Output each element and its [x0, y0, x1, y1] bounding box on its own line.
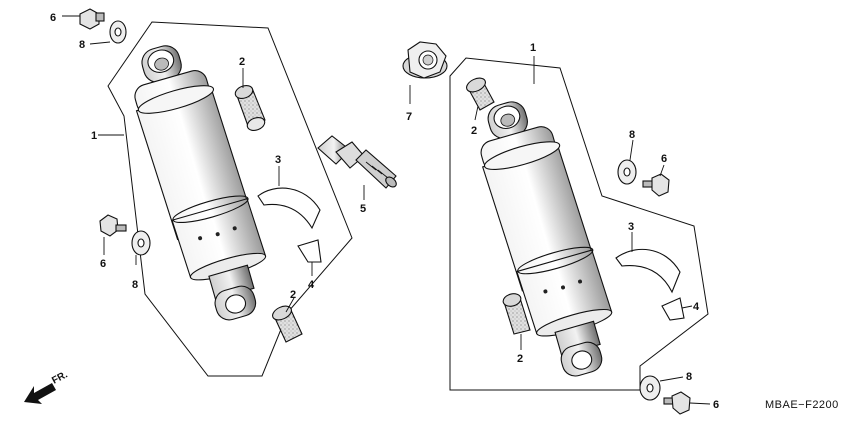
callout-2: 2	[517, 353, 523, 365]
right-flange-bolt-top	[642, 173, 670, 197]
callout-7: 7	[406, 111, 412, 123]
callout-5: 5	[360, 203, 366, 215]
callout-4: 4	[308, 279, 315, 291]
callout-1: 1	[530, 42, 536, 54]
callout-6: 6	[661, 153, 667, 165]
left-shock-absorber	[134, 45, 267, 321]
callout-6: 6	[713, 399, 719, 411]
right-flange-bolt-bottom	[663, 391, 691, 415]
left-bushing-bottom	[272, 305, 303, 343]
callout-2: 2	[471, 125, 477, 137]
right-shock-absorber	[480, 101, 613, 377]
callout-3: 3	[628, 221, 634, 233]
callout-4: 4	[693, 301, 700, 313]
left-stud-bolt	[317, 135, 397, 189]
right-bushing-bottom	[502, 293, 531, 335]
callout-1: 1	[91, 130, 97, 142]
direction-label: FR.	[50, 369, 70, 386]
left-bushing-top	[234, 85, 266, 131]
callout-2: 2	[239, 56, 245, 68]
diagram-code: MBAE−F2200	[765, 399, 839, 411]
left-assembly-outline	[107, 21, 353, 377]
front-direction-arrow-icon	[24, 383, 56, 404]
callout-8: 8	[629, 129, 635, 141]
right-shock-assembly	[402, 41, 711, 415]
right-bushing-top	[466, 77, 495, 111]
left-flange-bolt-top	[79, 8, 105, 30]
right-band	[615, 248, 681, 294]
callout-3: 3	[275, 154, 281, 166]
callout-6: 6	[50, 12, 56, 24]
right-mark	[661, 297, 685, 321]
left-shock-assembly	[62, 8, 397, 377]
callout-8: 8	[79, 39, 85, 51]
front-direction-indicator: FR.	[24, 369, 70, 404]
left-band	[257, 187, 321, 230]
left-mark	[297, 239, 322, 263]
right-flange-nut	[402, 41, 448, 79]
right-assembly-outline	[449, 57, 709, 391]
callout-2: 2	[290, 289, 296, 301]
callout-6: 6	[100, 258, 106, 270]
callout-8: 8	[686, 371, 692, 383]
callout-8: 8	[132, 279, 138, 291]
left-flange-bolt-mid	[99, 214, 127, 237]
callout-labels: 6 8 1 2 3 5 6 8 4 2 7 1 2 8 6 3 4 2 8 6	[50, 12, 719, 411]
